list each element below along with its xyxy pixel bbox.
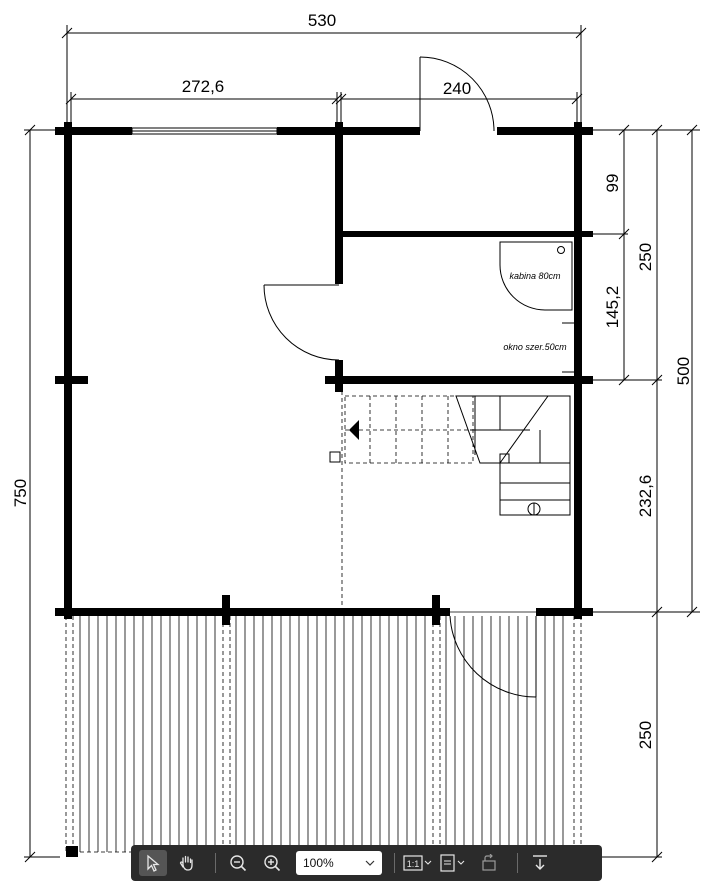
stairs-dashed xyxy=(341,384,474,608)
toolbar-separator xyxy=(517,853,518,873)
left-dimension-lines xyxy=(24,124,60,863)
stairs-arrow xyxy=(349,420,359,440)
zoom-out-icon[interactable] xyxy=(224,850,252,876)
hand-icon[interactable] xyxy=(173,850,201,876)
dim-right-width: 240 xyxy=(443,79,471,98)
top-window xyxy=(131,127,278,135)
fit-icon[interactable]: 1:1 xyxy=(403,850,433,876)
toolbar-separator xyxy=(215,853,216,873)
dim-total-height: 750 xyxy=(11,479,30,507)
dim-upper-right: 250 xyxy=(636,243,655,271)
svg-text:1:1: 1:1 xyxy=(407,859,420,869)
dim-left-width: 272,6 xyxy=(182,77,225,96)
top-dimension-lines xyxy=(61,25,587,130)
window-label: okno szer.50cm xyxy=(503,342,567,352)
right-dimension-lines xyxy=(593,124,700,863)
walls xyxy=(55,122,593,625)
terrace-boards xyxy=(79,616,564,852)
zoom-in-icon[interactable] xyxy=(258,850,286,876)
dim-bath-height: 145,2 xyxy=(603,286,622,329)
chevron-down-icon xyxy=(365,860,375,866)
rotate-icon[interactable] xyxy=(475,850,503,876)
select-icon[interactable] xyxy=(139,850,167,876)
dim-terrace-height: 250 xyxy=(636,721,655,749)
download-icon[interactable] xyxy=(526,850,554,876)
shower-cabin xyxy=(499,241,582,373)
page-view-icon[interactable] xyxy=(439,850,469,876)
terrace-corner-post xyxy=(66,846,78,857)
toolbar-separator xyxy=(394,853,395,873)
zoom-value: 100% xyxy=(303,856,334,870)
dim-small-top: 99 xyxy=(603,174,622,193)
shower-label: kabina 80cm xyxy=(509,271,561,281)
stairs-solid xyxy=(329,395,571,516)
dim-total-width: 530 xyxy=(308,11,336,30)
viewer-toolbar: 100% 1:1 xyxy=(131,845,602,881)
dim-stair-height: 232,6 xyxy=(636,475,655,518)
dim-right-outer: 500 xyxy=(674,357,693,385)
zoom-select[interactable]: 100% xyxy=(296,851,382,875)
doors xyxy=(263,56,537,698)
